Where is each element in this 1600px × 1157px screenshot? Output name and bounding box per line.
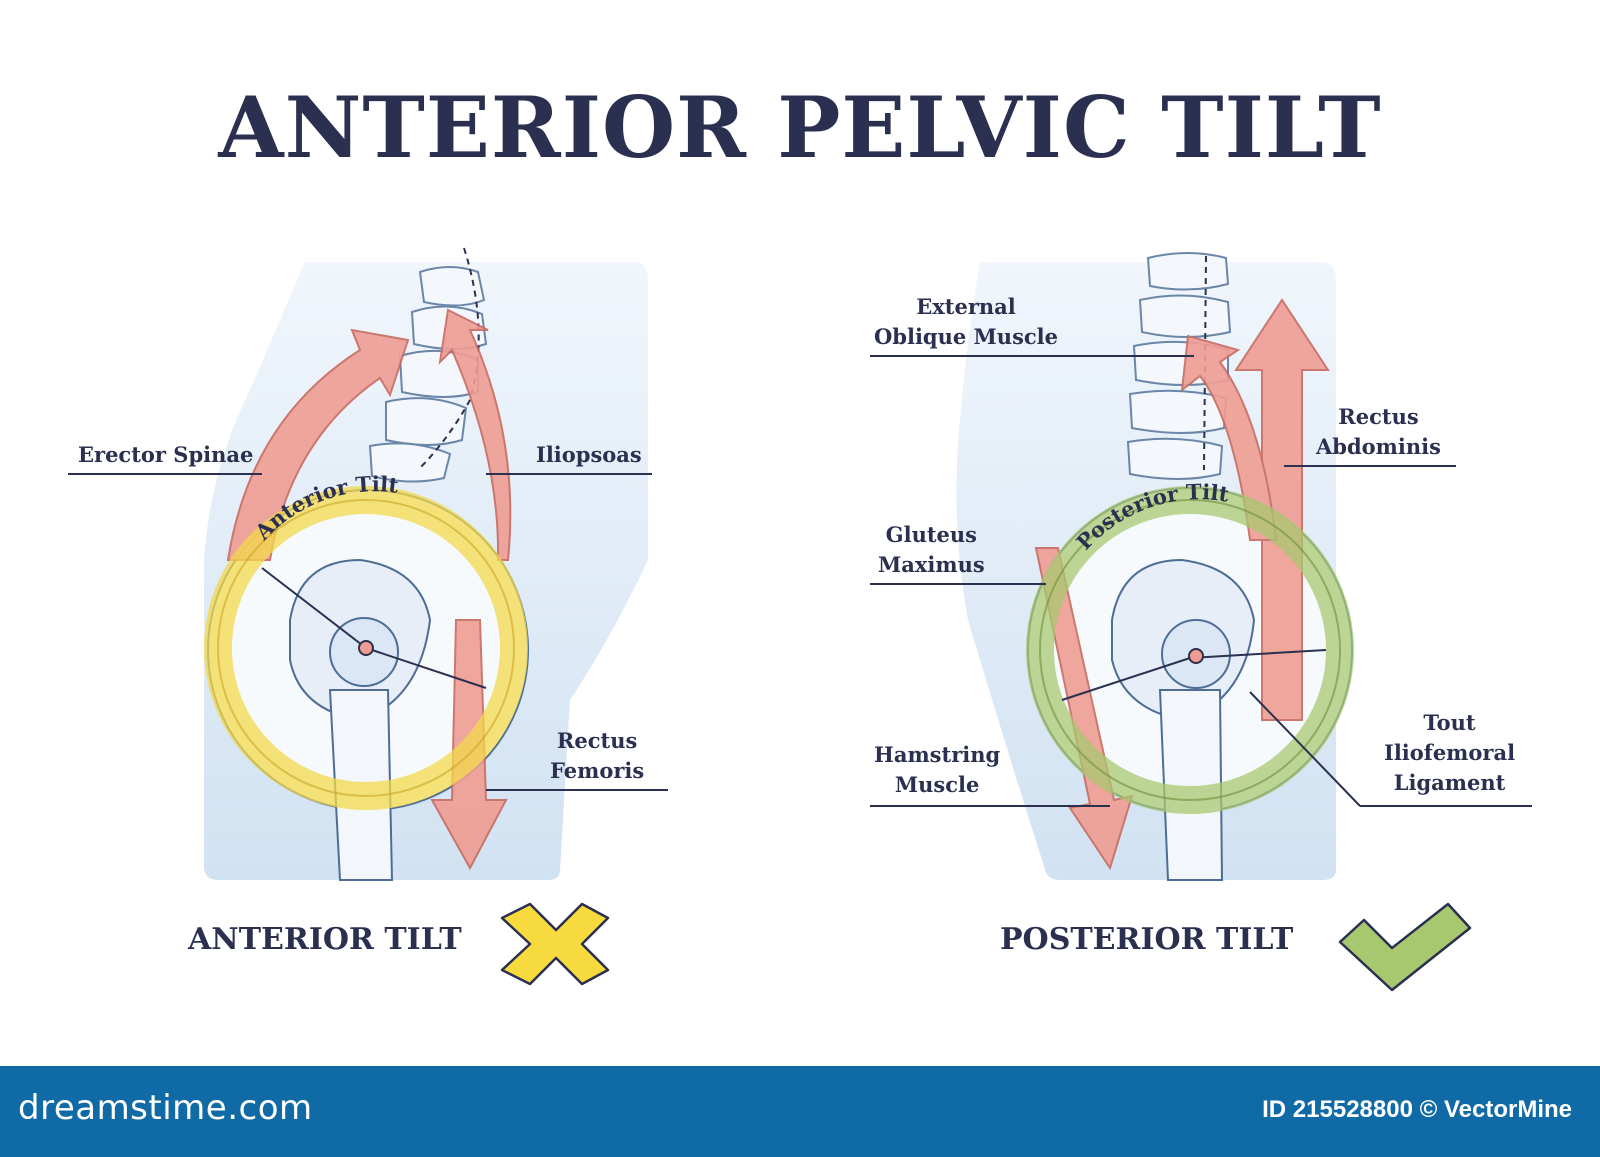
left-spine <box>368 266 488 483</box>
label-iliofemoral-ligament: Tout Iliofemoral Ligament <box>1384 710 1516 795</box>
left-leader-lines <box>68 473 668 791</box>
watermark-footer: dreamstime.com ID 215528800 © VectorMine <box>0 1066 1600 1157</box>
caption-posterior-tilt: POSTERIOR TILT <box>1000 922 1294 957</box>
right-spine-line <box>1203 255 1207 471</box>
page-title: ANTERIOR PELVIC TILT <box>218 78 1382 177</box>
label-rectus-femoris: Rectus Femoris <box>550 728 645 783</box>
label-iliopsoas: Iliopsoas <box>536 442 642 467</box>
right-tilt-ring <box>1026 486 1354 814</box>
label-gluteus-maximus: Gluteus Maximus <box>878 522 985 577</box>
erector-spinae-arrow <box>226 328 410 561</box>
right-leader-lines <box>870 355 1532 807</box>
external-oblique-arrow <box>1180 334 1278 541</box>
footer-site-name: dreamstime.com <box>18 1088 313 1128</box>
x-mark-icon <box>500 902 610 986</box>
label-hamstring-muscle: Hamstring Muscle <box>874 742 1001 797</box>
left-tilt-ring <box>204 486 528 810</box>
label-external-oblique: External Oblique Muscle <box>874 294 1059 349</box>
rectus-abdominis-arrow <box>1234 298 1330 721</box>
caption-anterior-tilt: ANTERIOR TILT <box>188 922 462 957</box>
footer-credit: ID 215528800 © VectorMine <box>1262 1096 1572 1123</box>
label-rectus-abdominis: Rectus Abdominis <box>1316 404 1441 459</box>
label-erector-spinae: Erector Spinae <box>78 442 254 467</box>
check-mark-icon <box>1338 902 1472 992</box>
